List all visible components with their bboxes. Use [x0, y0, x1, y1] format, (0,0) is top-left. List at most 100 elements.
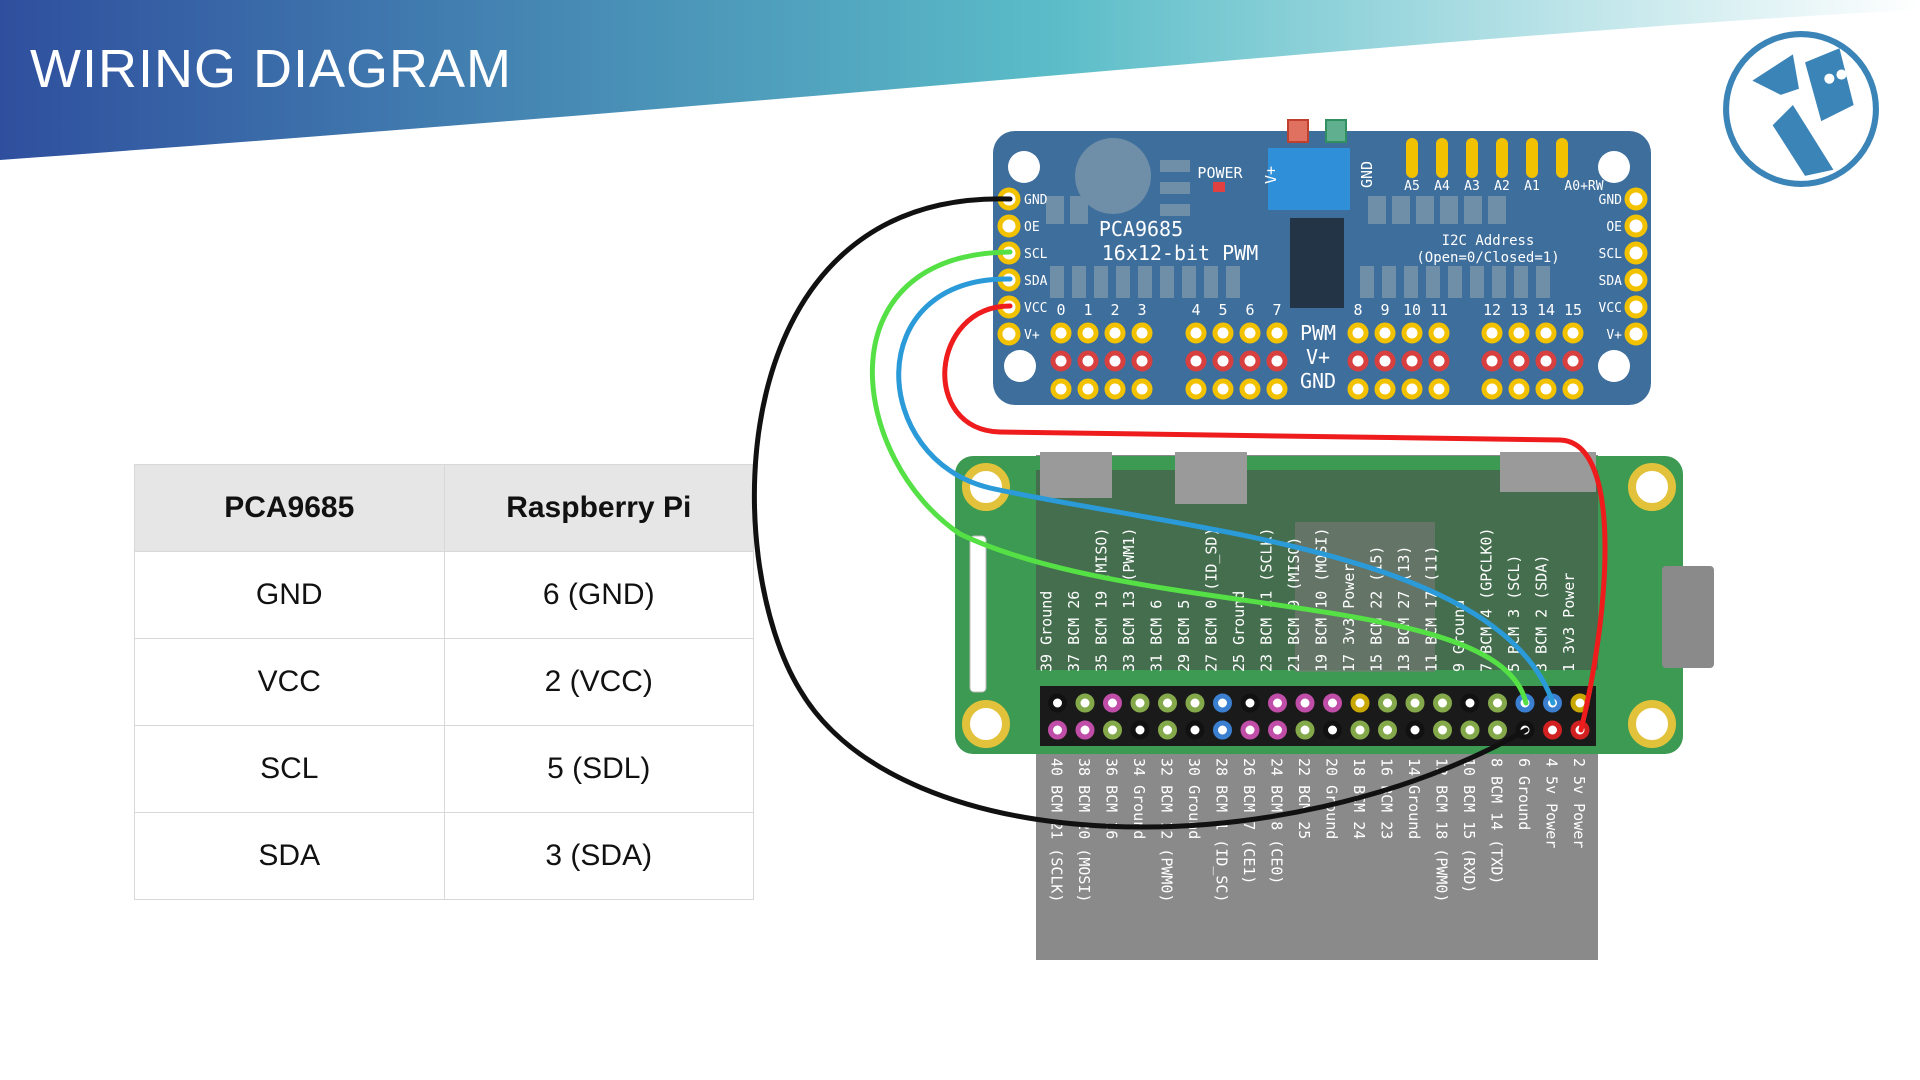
pwm-channel-label: 5 — [1218, 301, 1227, 319]
gpio-pin-odd — [1185, 693, 1205, 713]
gpio-label-even: 10 BCM 15 (RXD) — [1460, 758, 1478, 893]
gpio-pin-even — [1295, 720, 1315, 740]
gpio-pin-even — [1543, 720, 1562, 740]
gpio-pin-odd — [1130, 693, 1150, 713]
table-cell: SDA — [134, 812, 445, 900]
pwm-pin — [1481, 378, 1503, 400]
pwm-pin — [1077, 350, 1099, 372]
pwm-pin — [1239, 350, 1261, 372]
gpio-label-odd: 39 Ground — [1038, 591, 1056, 672]
address-label: A3 — [1464, 179, 1480, 194]
address-label: A0+RW — [1564, 179, 1603, 194]
gpio-label-even: 32 BCM 12 (PWM0) — [1158, 758, 1176, 903]
gpio-label-odd: 5 BCM 3 (SCL) — [1505, 555, 1523, 672]
pca-right-pin — [1624, 214, 1648, 238]
gpio-pin-even — [1405, 720, 1425, 740]
pwm-vplus-label: V+ — [1306, 345, 1330, 369]
slide-title: WIRING DIAGRAM — [30, 39, 512, 99]
gpio-pin-even — [1460, 720, 1480, 740]
mount-hole — [1628, 463, 1676, 511]
gpio-pin-even — [1130, 720, 1150, 740]
pwm-pin — [1050, 350, 1072, 372]
gpio-pin-odd — [1378, 693, 1397, 713]
pwm-pin — [1562, 350, 1584, 372]
gpio-label-even: 16 BCM 23 — [1378, 758, 1396, 839]
pca-right-pin — [1624, 187, 1648, 211]
mount-hole — [1008, 151, 1040, 183]
pwm-pin — [1077, 378, 1099, 400]
pwm-pin — [1104, 350, 1126, 372]
gpio-pin-even — [1378, 720, 1397, 740]
pca-terminal-block — [1268, 148, 1350, 210]
pwm-pin — [1535, 350, 1557, 372]
pwm-pin — [1347, 350, 1369, 372]
power-led — [1213, 182, 1225, 192]
address-jumper — [1496, 138, 1508, 178]
pwm-channel-label: 10 — [1403, 301, 1421, 319]
i2c-label: I2C Address — [1442, 233, 1535, 249]
gpio-label-odd: 19 BCM 10 (MOSI) — [1313, 528, 1331, 673]
pwm-pin — [1050, 322, 1072, 344]
power-label: POWER — [1197, 164, 1243, 182]
gpio-label-even: 24 BCM 8 (CE0) — [1268, 758, 1286, 884]
pwm-channel-label: 8 — [1353, 301, 1362, 319]
pi-connector-top — [1040, 452, 1112, 498]
gpio-label-odd: 35 BCM 19 (MISO) — [1093, 528, 1111, 673]
pwm-pin — [1266, 350, 1288, 372]
gpio-pin-even — [1213, 720, 1232, 740]
wire-scl — [870, 249, 1529, 706]
pwm-pin — [1428, 322, 1450, 344]
table-cell: 6 (GND) — [443, 551, 754, 639]
pwm-pin — [1374, 378, 1396, 400]
pca-left-pin — [997, 214, 1021, 238]
pwm-pin — [1239, 378, 1261, 400]
gpio-label-odd: 33 BCM 13 (PWM1) — [1120, 528, 1138, 673]
gpio-label-even: 6 Ground — [1515, 758, 1533, 830]
pca-left-pin — [997, 322, 1021, 346]
gpio-pin-odd — [1460, 693, 1480, 713]
pca-left-pin-label: SDA — [1024, 274, 1048, 289]
pca-right-pin-label: SCL — [1599, 247, 1623, 262]
gpio-pin-odd — [1075, 693, 1095, 713]
pi-connector-top-3 — [1500, 452, 1596, 492]
gpio-pin-odd — [1240, 693, 1260, 713]
gnd-label: GND — [1358, 161, 1376, 188]
table-cell: SCL — [134, 725, 445, 813]
gpio-pin-odd — [1158, 693, 1177, 713]
gpio-label-odd: 21 BCM 9 (MISO) — [1285, 537, 1303, 672]
pwm-channel-label: 0 — [1056, 301, 1065, 319]
gpio-label-even: 30 Ground — [1185, 758, 1203, 839]
wire-vcc — [942, 303, 1608, 733]
address-label: A4 — [1434, 179, 1450, 194]
pwm-pin — [1481, 350, 1503, 372]
mount-hole — [1004, 350, 1036, 382]
gpio-label-even: 12 BCM 18 (PWM0) — [1433, 758, 1451, 903]
pwm-pin — [1562, 378, 1584, 400]
gpio-label-odd: 37 BCM 26 — [1065, 591, 1083, 672]
address-jumper — [1436, 138, 1448, 178]
gpio-pin-odd — [1433, 693, 1452, 713]
pi-usb-left — [969, 535, 987, 693]
gpio-label-odd: 13 BCM 27 (13) — [1395, 546, 1413, 672]
pwm-pin — [1239, 322, 1261, 344]
gpio-label-even: 4 5v Power — [1543, 758, 1561, 848]
gpio-pin-even — [1185, 720, 1205, 740]
gpio-label-odd: 25 Ground — [1230, 591, 1248, 672]
pca-chip — [1290, 218, 1344, 308]
pwm-pin — [1562, 322, 1584, 344]
pca-right-pin-label: GND — [1599, 193, 1623, 208]
pca-left-pin-label: OE — [1024, 220, 1040, 235]
gpio-label-odd: 23 BCM 11 (SCLK) — [1258, 528, 1276, 673]
pwm-pin — [1212, 378, 1234, 400]
gpio-pin-even — [1075, 720, 1095, 740]
address-jumper — [1466, 138, 1478, 178]
pca-capacitor — [1075, 138, 1151, 214]
pwm-pin — [1347, 322, 1369, 344]
pwm-pin — [1050, 378, 1072, 400]
pwm-pin — [1185, 350, 1207, 372]
pwm-pin — [1104, 322, 1126, 344]
pwm-pin — [1131, 322, 1153, 344]
pca-left-pin-label: GND — [1024, 193, 1048, 208]
gpio-label-even: 2 5v Power — [1570, 758, 1588, 848]
